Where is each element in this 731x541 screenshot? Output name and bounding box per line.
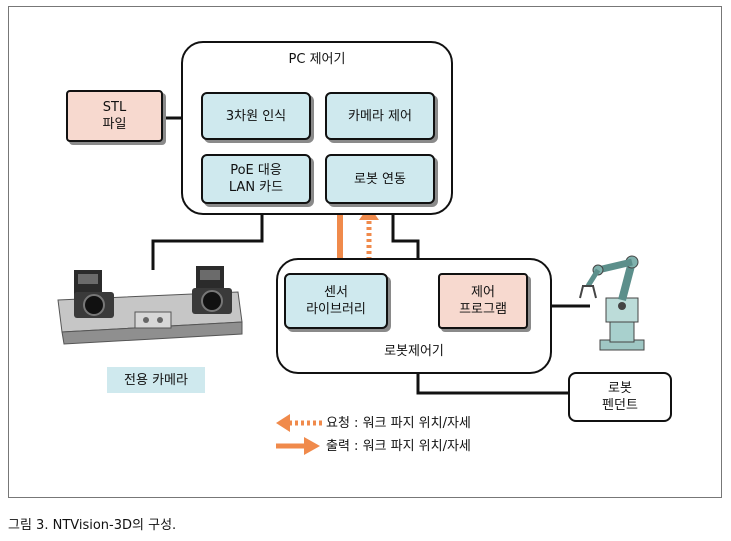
camera-rig-image [57, 266, 243, 345]
figure-frame [8, 6, 722, 498]
module-camera-control: 카메라 제어 [325, 92, 435, 140]
module-3d-recognition: 3차원 인식 [201, 92, 311, 140]
legend-output-arrow-head [304, 437, 320, 455]
control-program-box: 제어 프로그램 [438, 273, 528, 329]
robot-arm-image [579, 255, 645, 351]
legend-request-text: 요청 : 워크 파지 위치/자세 [326, 415, 471, 431]
legend-request-arrow-head [276, 414, 290, 432]
robot-controller-title: 로봇제어기 [384, 343, 444, 359]
legend-output-text: 출력 : 워크 파지 위치/자세 [326, 438, 471, 454]
line-controller-pendant [416, 372, 568, 395]
module-robot-link: 로봇 연동 [325, 154, 435, 204]
pc-controller-title: PC 제어기 [288, 51, 346, 67]
sensor-library-box: 센서 라이브러리 [284, 273, 388, 329]
camera-caption: 전용 카메라 [107, 367, 205, 393]
line-poe-camera [151, 208, 264, 270]
module-poe-lan-card: PoE 대응 LAN 카드 [201, 154, 311, 204]
line-link-robotcontroller [391, 207, 420, 260]
figure-caption: 그림 3. NTVision-3D의 구성. [8, 518, 177, 533]
pendant-box: 로봇 펜던트 [568, 372, 672, 422]
stl-file-box: STL 파일 [66, 90, 163, 142]
